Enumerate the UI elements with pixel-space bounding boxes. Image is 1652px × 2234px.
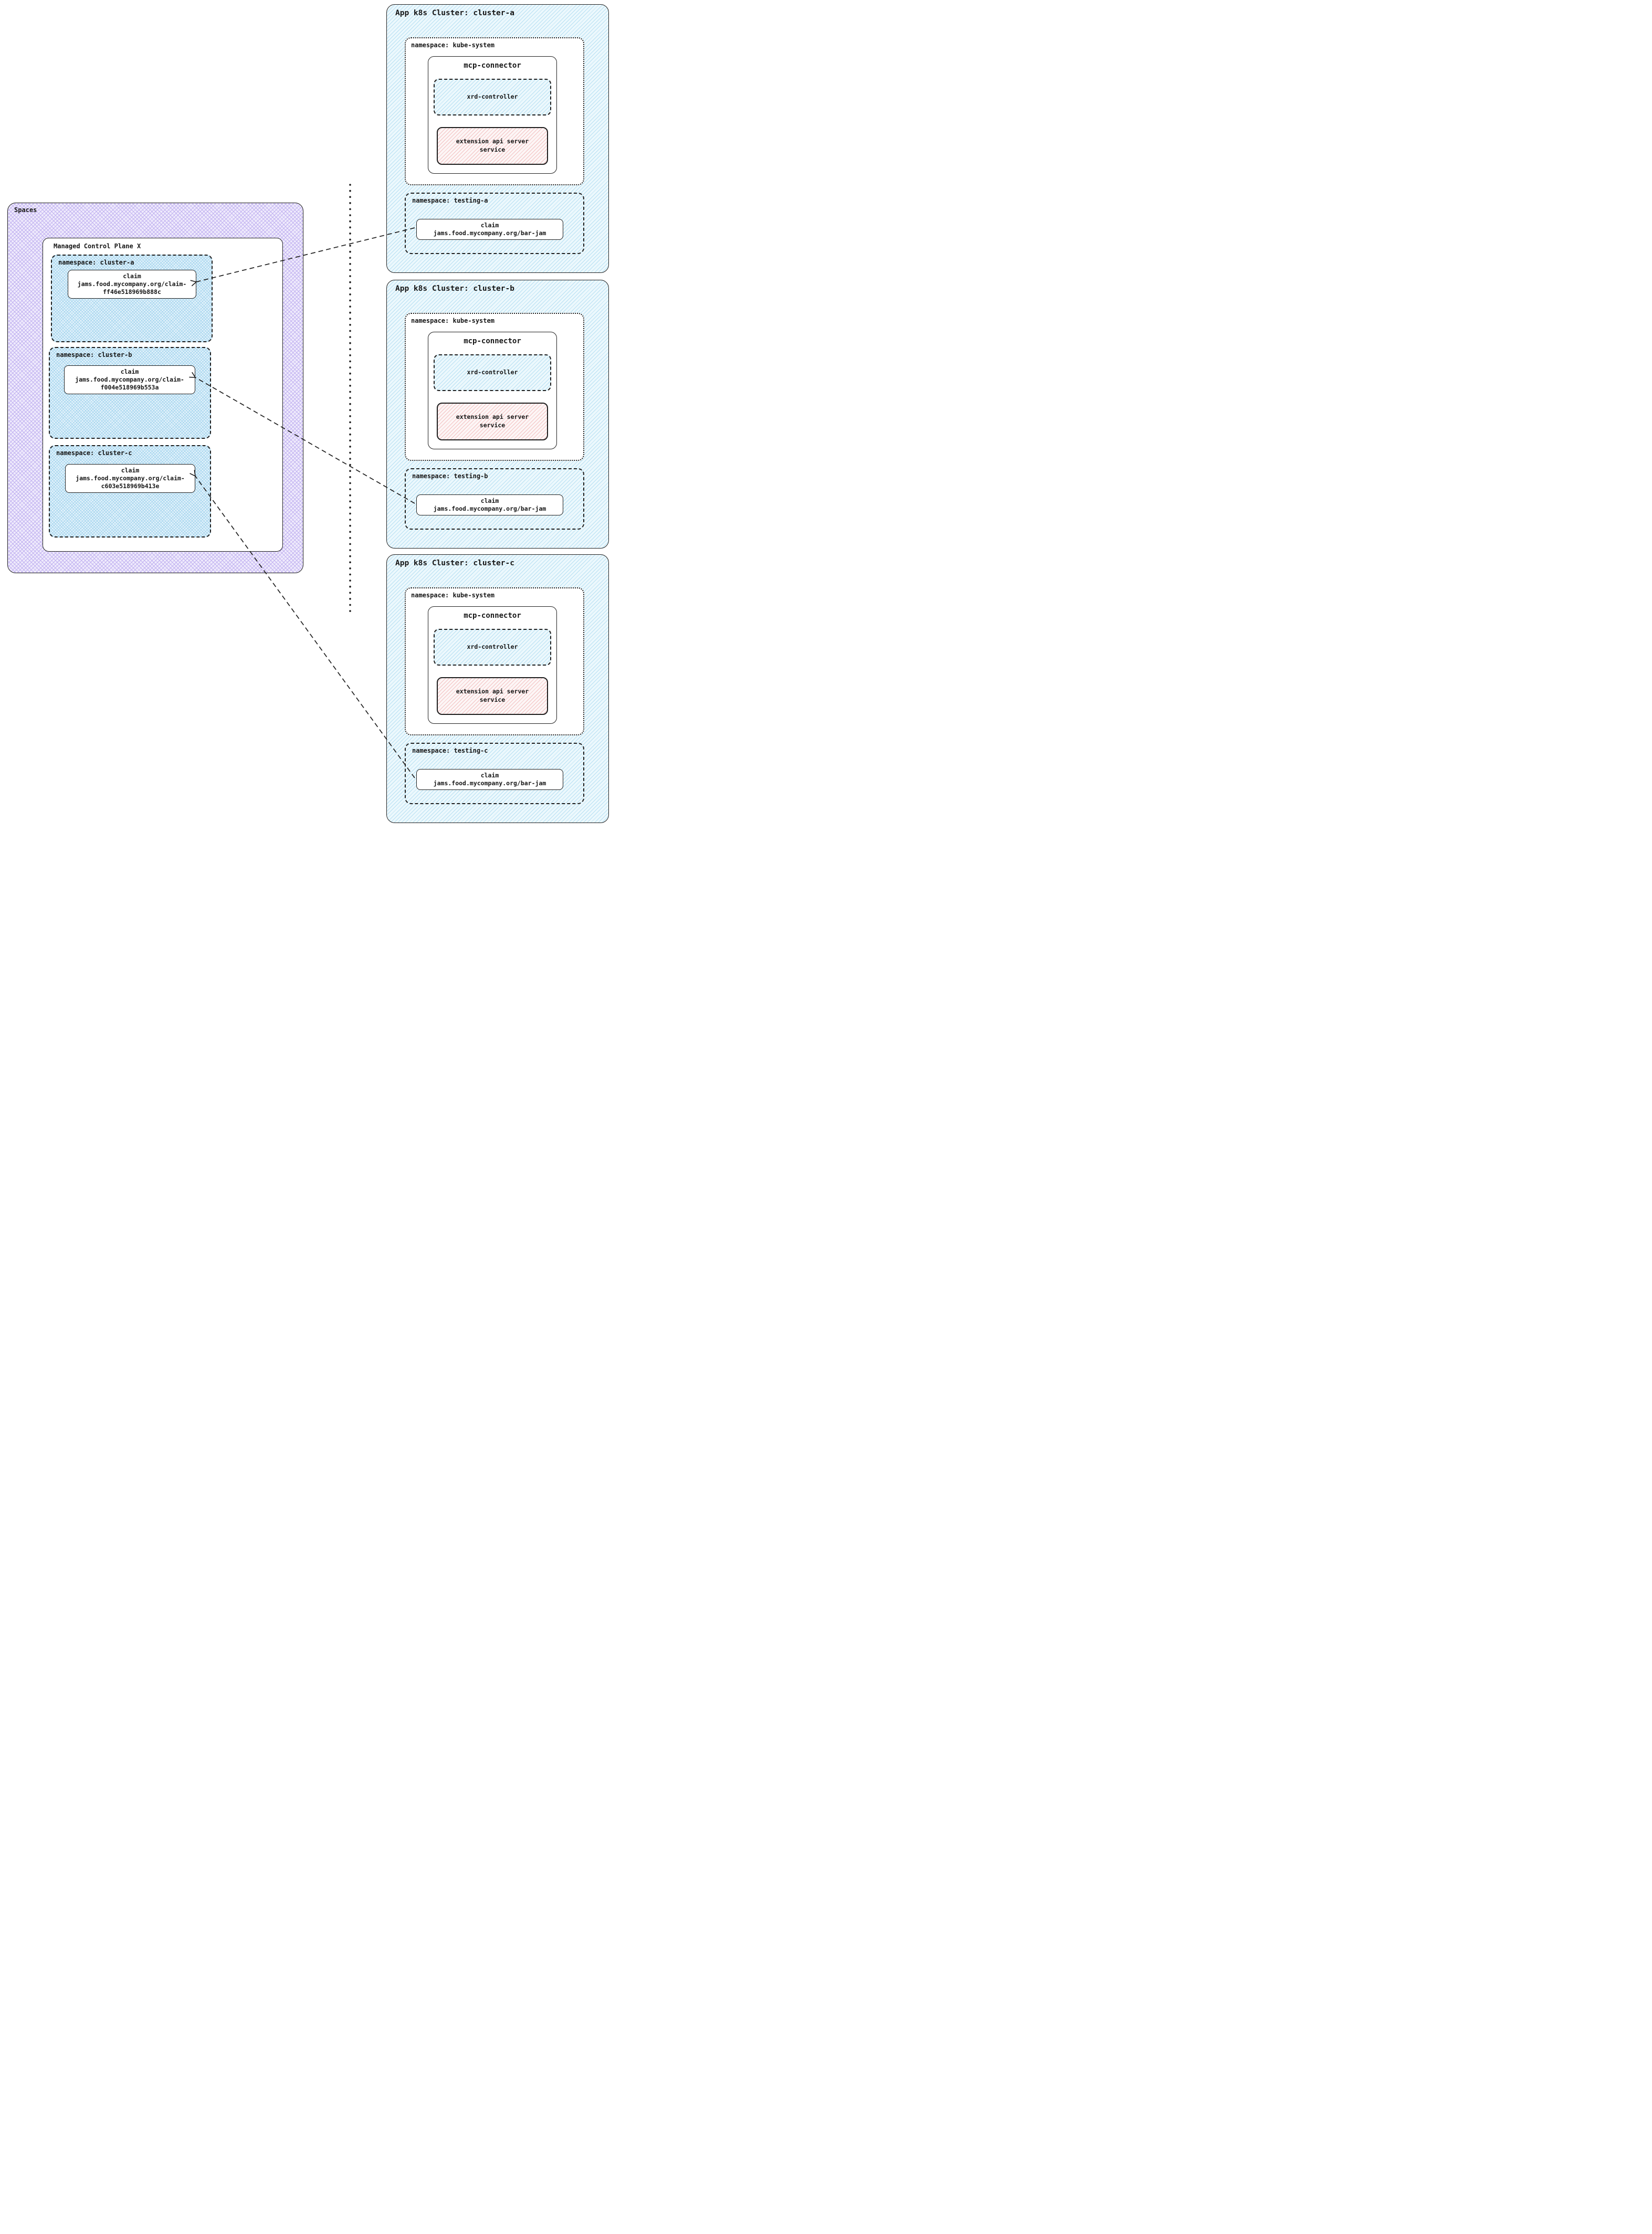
cluster-c-title: App k8s Cluster: cluster-c [395, 559, 514, 567]
cluster-b-testing-label: namespace: testing-b [412, 472, 488, 480]
cluster-c-mcp-connector-box: mcp-connector xrd-controller extension a… [428, 606, 557, 724]
mcp-claim-a-name-line1: jams.food.mycompany.org/claim- [77, 280, 187, 288]
cluster-a-testing-label: namespace: testing-a [412, 197, 488, 204]
cluster-b-ext-api-line2: service [479, 421, 506, 429]
cluster-a-testing-namespace: namespace: testing-a claim jams.food.myc… [405, 193, 584, 254]
cluster-b-box: App k8s Cluster: cluster-b namespace: ku… [386, 280, 609, 549]
mcp-namespace-cluster-c-label: namespace: cluster-c [56, 449, 132, 457]
cluster-c-kube-system-namespace: namespace: kube-system mcp-connector xrd… [405, 587, 584, 735]
cluster-b-extension-api-server-box: extension api server service [437, 403, 548, 440]
spaces-box: Spaces Managed Control Plane X namespace… [7, 203, 303, 573]
cluster-b-claim-title: claim [480, 497, 499, 504]
cluster-b-xrd-controller-label: xrd-controller [467, 368, 518, 376]
mcp-namespace-cluster-c: namespace: cluster-c claim jams.food.myc… [49, 445, 211, 538]
cluster-a-claim-box: claim jams.food.mycompany.org/bar-jam [416, 219, 563, 240]
cluster-c-ext-api-line2: service [479, 696, 506, 703]
cluster-c-xrd-controller-box: xrd-controller [434, 629, 551, 666]
cluster-c-box: App k8s Cluster: cluster-c namespace: ku… [386, 554, 609, 823]
cluster-c-xrd-controller-label: xrd-controller [467, 643, 518, 651]
cluster-a-ext-api-line2: service [479, 146, 506, 153]
cluster-c-mcp-connector-title: mcp-connector [464, 612, 521, 620]
mcp-claim-box-a: claim jams.food.mycompany.org/claim- ff4… [68, 270, 196, 299]
cluster-c-testing-namespace: namespace: testing-c claim jams.food.myc… [405, 743, 584, 804]
cluster-c-extension-api-server-box: extension api server service [437, 677, 548, 715]
mcp-claim-a-title: claim [123, 272, 141, 280]
cluster-a-xrd-controller-box: xrd-controller [434, 79, 551, 115]
cluster-a-kube-system-namespace: namespace: kube-system mcp-connector xrd… [405, 37, 584, 185]
cluster-a-mcp-connector-box: mcp-connector xrd-controller extension a… [428, 56, 557, 174]
cluster-b-claim-name: jams.food.mycompany.org/bar-jam [433, 505, 546, 512]
cluster-a-extension-api-server-box: extension api server service [437, 127, 548, 165]
mcp-claim-b-title: claim [120, 367, 139, 375]
mcp-claim-c-name-line1: jams.food.mycompany.org/claim- [76, 474, 185, 482]
mcp-claim-box-c: claim jams.food.mycompany.org/claim- c60… [65, 464, 195, 493]
cluster-b-kube-system-namespace: namespace: kube-system mcp-connector xrd… [405, 313, 584, 461]
cluster-c-claim-box: claim jams.food.mycompany.org/bar-jam [416, 769, 563, 790]
managed-control-plane-box: Managed Control Plane X namespace: clust… [43, 238, 283, 552]
cluster-a-xrd-controller-label: xrd-controller [467, 93, 518, 101]
mcp-claim-b-name-line2: f004e518969b553a [100, 384, 159, 392]
mcp-claim-b-name-line1: jams.food.mycompany.org/claim- [75, 375, 184, 383]
mcp-claim-c-name-line2: c603e518969b413e [101, 482, 160, 490]
cluster-c-claim-name: jams.food.mycompany.org/bar-jam [433, 779, 546, 787]
cluster-b-kube-system-label: namespace: kube-system [411, 317, 494, 324]
cluster-a-box: App k8s Cluster: cluster-a namespace: ku… [386, 4, 609, 273]
mcp-claim-box-b: claim jams.food.mycompany.org/claim- f00… [64, 365, 195, 394]
cluster-a-ext-api-line1: extension api server [456, 138, 529, 145]
mcp-claim-c-title: claim [121, 466, 140, 474]
diagram-canvas: Spaces Managed Control Plane X namespace… [0, 0, 619, 838]
cluster-c-claim-title: claim [480, 771, 499, 779]
cluster-a-title: App k8s Cluster: cluster-a [395, 9, 514, 17]
cluster-b-mcp-connector-title: mcp-connector [464, 337, 521, 345]
mcp-claim-a-name-line2: ff46e518969b888c [103, 288, 161, 296]
mcp-namespace-cluster-a-label: namespace: cluster-a [58, 259, 134, 266]
cluster-b-claim-box: claim jams.food.mycompany.org/bar-jam [416, 494, 563, 515]
cluster-c-kube-system-label: namespace: kube-system [411, 592, 494, 599]
cluster-a-mcp-connector-title: mcp-connector [464, 61, 521, 70]
cluster-a-kube-system-label: namespace: kube-system [411, 41, 494, 49]
cluster-b-testing-namespace: namespace: testing-b claim jams.food.myc… [405, 468, 584, 530]
cluster-a-claim-title: claim [480, 221, 499, 229]
cluster-c-ext-api-line1: extension api server [456, 688, 529, 696]
mcp-namespace-cluster-b-label: namespace: cluster-b [56, 351, 132, 359]
cluster-a-claim-name: jams.food.mycompany.org/bar-jam [433, 229, 546, 237]
cluster-b-mcp-connector-box: mcp-connector xrd-controller extension a… [428, 332, 557, 449]
spaces-title: Spaces [14, 206, 37, 214]
cluster-b-xrd-controller-box: xrd-controller [434, 354, 551, 391]
managed-control-plane-title: Managed Control Plane X [54, 243, 141, 250]
cluster-b-ext-api-line1: extension api server [456, 413, 529, 421]
mcp-namespace-cluster-a: namespace: cluster-a claim jams.food.myc… [51, 255, 213, 342]
cluster-b-title: App k8s Cluster: cluster-b [395, 284, 514, 293]
cluster-c-testing-label: namespace: testing-c [412, 747, 488, 754]
mcp-namespace-cluster-b: namespace: cluster-b claim jams.food.myc… [49, 347, 211, 439]
